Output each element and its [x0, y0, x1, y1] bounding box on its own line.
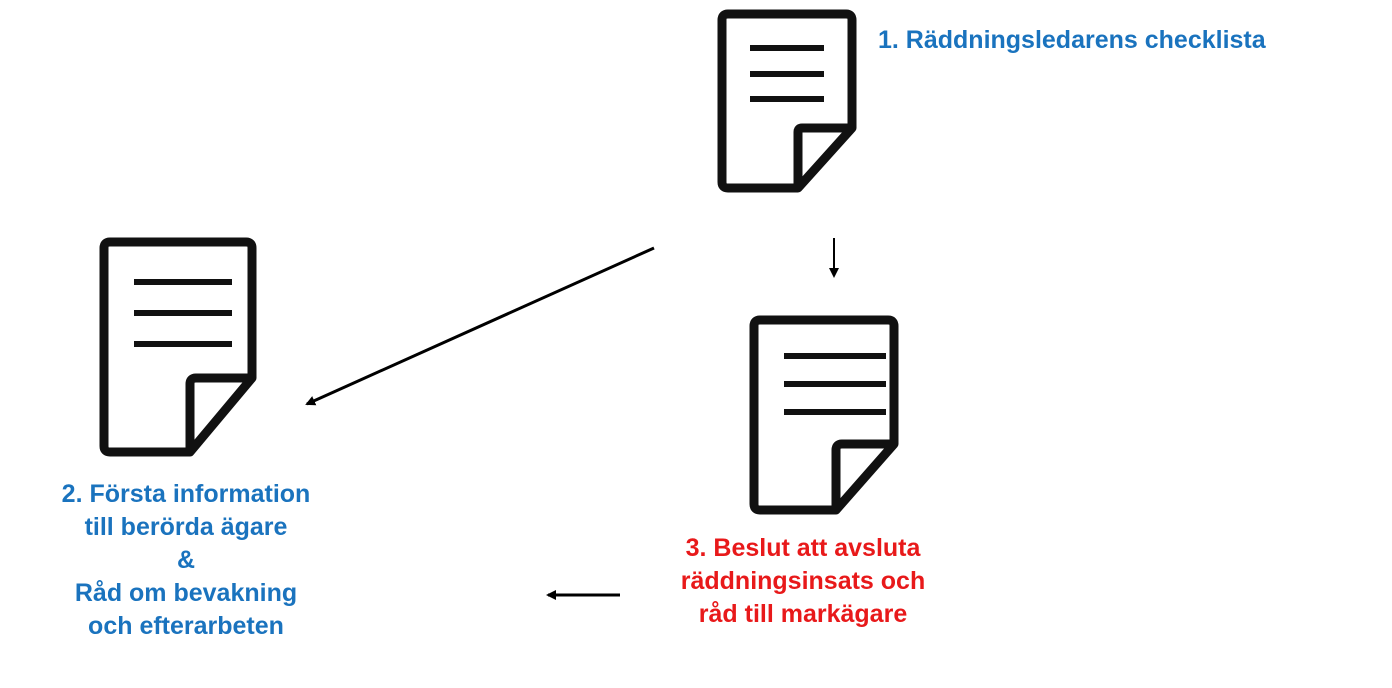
label-line: Råd om bevakning: [74, 579, 298, 607]
label-line: 1. Räddningsledarens checklista: [878, 26, 1266, 54]
document-icon: [717, 9, 857, 193]
document-icon: [749, 315, 899, 515]
label-line: råd till markägare: [698, 600, 908, 628]
label-line: till berörda ägare: [84, 513, 288, 541]
arrow-doc1-to-doc2: [305, 246, 655, 406]
node-label-3: 3. Beslut att avsluta räddningsinsats oc…: [620, 532, 986, 631]
label-line: räddningsinsats och: [680, 567, 926, 595]
label-line: 3. Beslut att avsluta: [685, 534, 921, 562]
label-line: och efterarbeten: [88, 612, 284, 640]
document-icon: [99, 237, 257, 457]
node-label-2: 2. Första information till berörda ägare…: [0, 478, 372, 643]
label-line: &: [176, 546, 196, 574]
node-label-1: 1. Räddningsledarens checklista: [878, 24, 1266, 57]
label-line: 2. Första information: [61, 480, 311, 508]
